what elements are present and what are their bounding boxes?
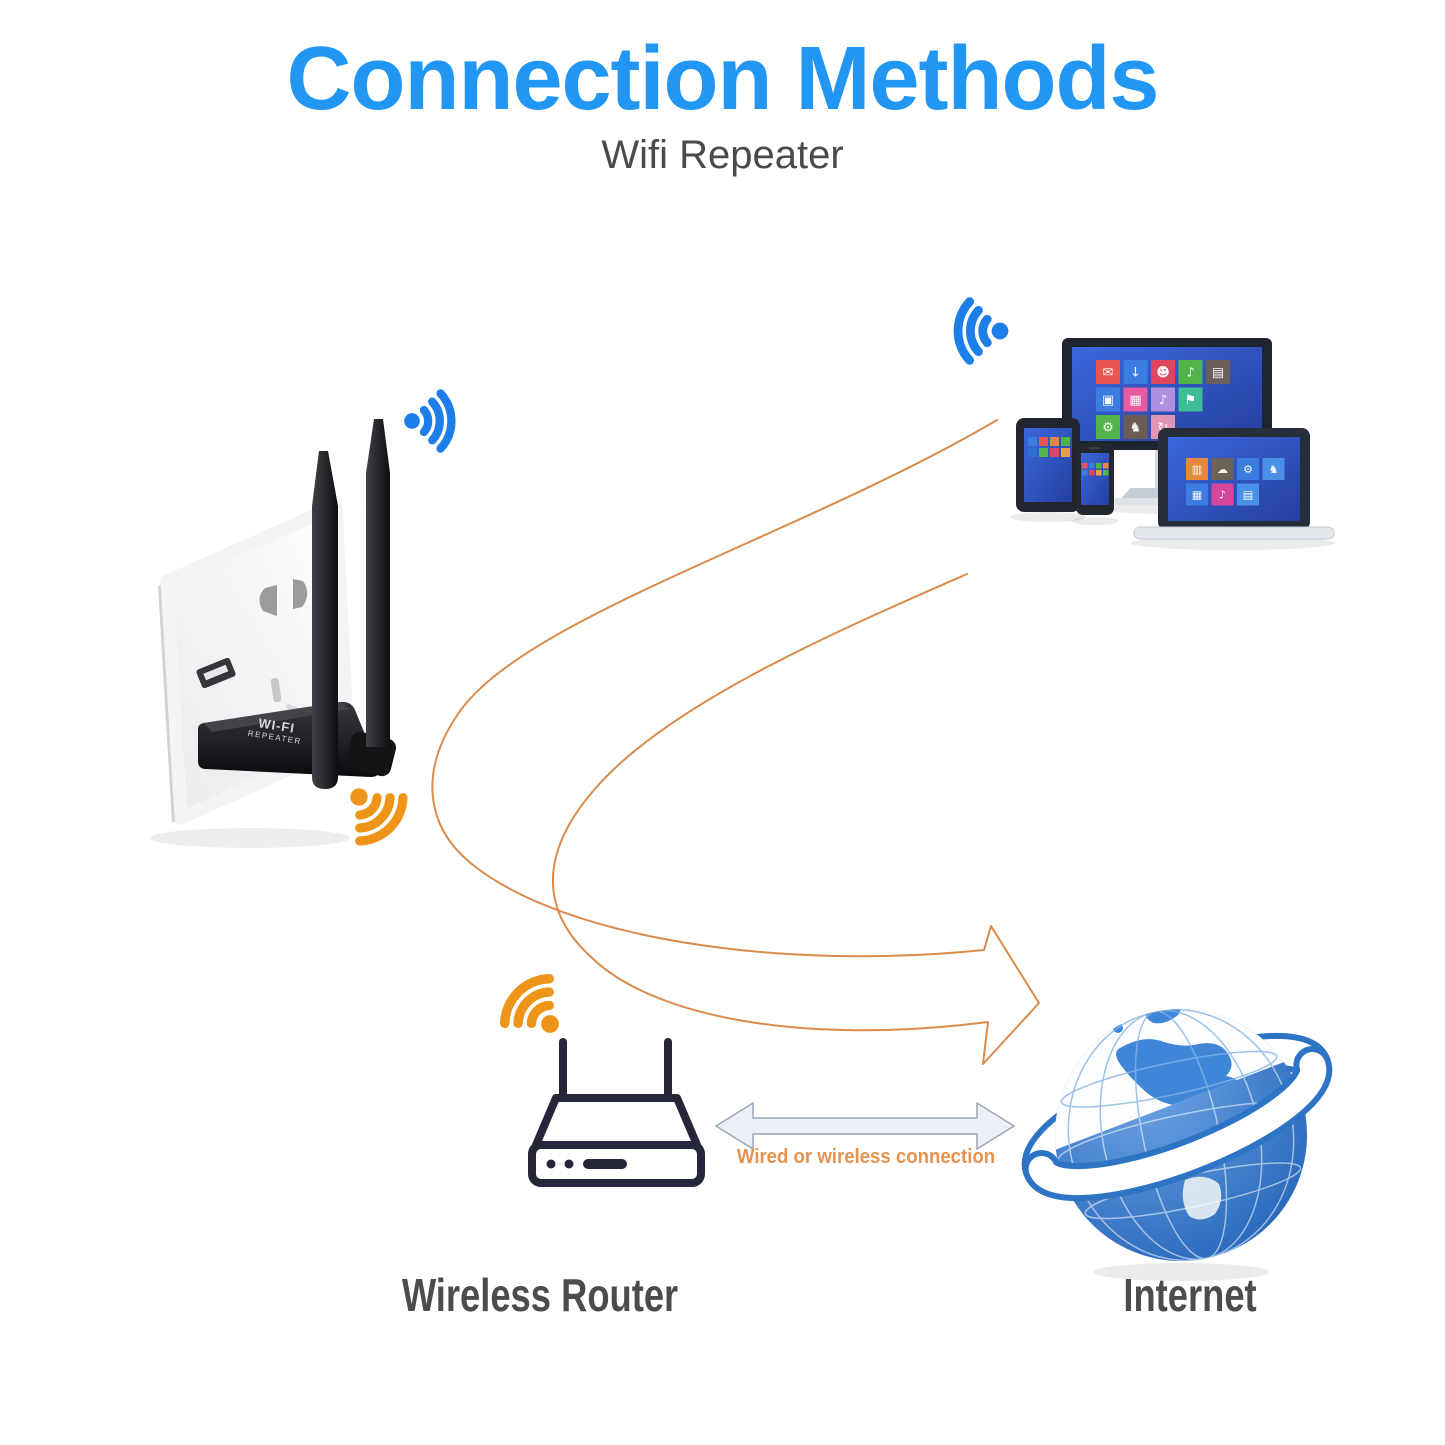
antenna-left xyxy=(312,451,338,789)
phone xyxy=(1076,443,1114,515)
svg-text:▦: ▦ xyxy=(1192,488,1202,501)
svg-text:⚙: ⚙ xyxy=(1243,463,1253,476)
svg-text:▤: ▤ xyxy=(1243,488,1253,501)
router-top-face xyxy=(532,1094,701,1149)
antenna-right xyxy=(366,419,390,747)
monitor: ✉ ↓ ☻ ♪ ▤ ▣ ▦ ♪ ⚑ ⚙ ♞ ↻ xyxy=(1062,338,1272,505)
connection-type-label: Wired or wireless connection xyxy=(736,1146,996,1168)
socket-shadow xyxy=(150,828,350,848)
svg-text:♞: ♞ xyxy=(1130,421,1142,436)
router-led-1 xyxy=(546,1159,556,1169)
globe-ring-front xyxy=(1022,1046,1333,1202)
svg-text:↓: ↓ xyxy=(1130,366,1141,381)
svg-text:▣: ▣ xyxy=(1102,393,1114,408)
socket-small-slot xyxy=(270,677,282,703)
laptop-tiles: ▥ ☁ ⚙ ♞ ▦ ♪ ▤ xyxy=(1186,458,1285,506)
laptop: ▥ ☁ ⚙ ♞ ▦ ♪ ▤ xyxy=(1133,428,1335,540)
svg-text:♪: ♪ xyxy=(1159,393,1167,408)
sweep-arrow-icon xyxy=(431,419,1040,1065)
svg-text:⚑: ⚑ xyxy=(1185,393,1197,408)
router-port-bar xyxy=(583,1159,627,1169)
page-title: Connection Methods xyxy=(286,29,1160,129)
wireless-router-label: Wireless Router xyxy=(401,1269,679,1321)
page-subtitle: Wifi Repeater xyxy=(601,133,844,177)
router-icon xyxy=(528,1038,705,1187)
tablet-tiles xyxy=(1028,437,1070,457)
phone-tiles xyxy=(1082,463,1109,476)
router-led-2 xyxy=(564,1159,574,1169)
svg-text:♪: ♪ xyxy=(1219,488,1226,501)
svg-text:▤: ▤ xyxy=(1212,366,1224,381)
svg-text:▦: ▦ xyxy=(1129,393,1141,408)
monitor-tiles: ✉ ↓ ☻ ♪ ▤ ▣ ▦ ♪ ⚑ ⚙ ♞ ↻ xyxy=(1096,360,1230,439)
globe-icon xyxy=(1021,1009,1333,1281)
globe-shadow xyxy=(1093,1263,1269,1281)
svg-text:⚙: ⚙ xyxy=(1102,421,1114,436)
repeater-illustration xyxy=(150,419,397,848)
devices-wifi-blue-icon xyxy=(958,302,1008,361)
svg-text:▥: ▥ xyxy=(1192,463,1202,476)
svg-text:☻: ☻ xyxy=(1156,366,1170,381)
tablet-shadow xyxy=(1010,512,1086,522)
svg-text:✉: ✉ xyxy=(1103,366,1114,381)
internet-label: Internet xyxy=(1123,1269,1257,1321)
phone-shadow xyxy=(1071,517,1119,525)
svg-text:↻: ↻ xyxy=(1158,421,1169,436)
devices-illustration: ✉ ↓ ☻ ♪ ▤ ▣ ▦ ♪ ⚑ ⚙ ♞ ↻ ▥ ☁ ⚙ ♞ ▦ ♪ ▤ xyxy=(1010,338,1335,550)
svg-text:☁: ☁ xyxy=(1217,463,1228,476)
double-arrow-icon xyxy=(715,1102,1015,1150)
svg-text:♞: ♞ xyxy=(1269,463,1279,476)
socket-slot-left xyxy=(259,585,277,616)
usb-port xyxy=(196,657,236,689)
svg-text:♪: ♪ xyxy=(1186,366,1194,381)
socket-slot-right xyxy=(293,579,308,609)
tablet xyxy=(1016,418,1080,512)
repeater-wifi-blue-icon xyxy=(404,393,451,448)
